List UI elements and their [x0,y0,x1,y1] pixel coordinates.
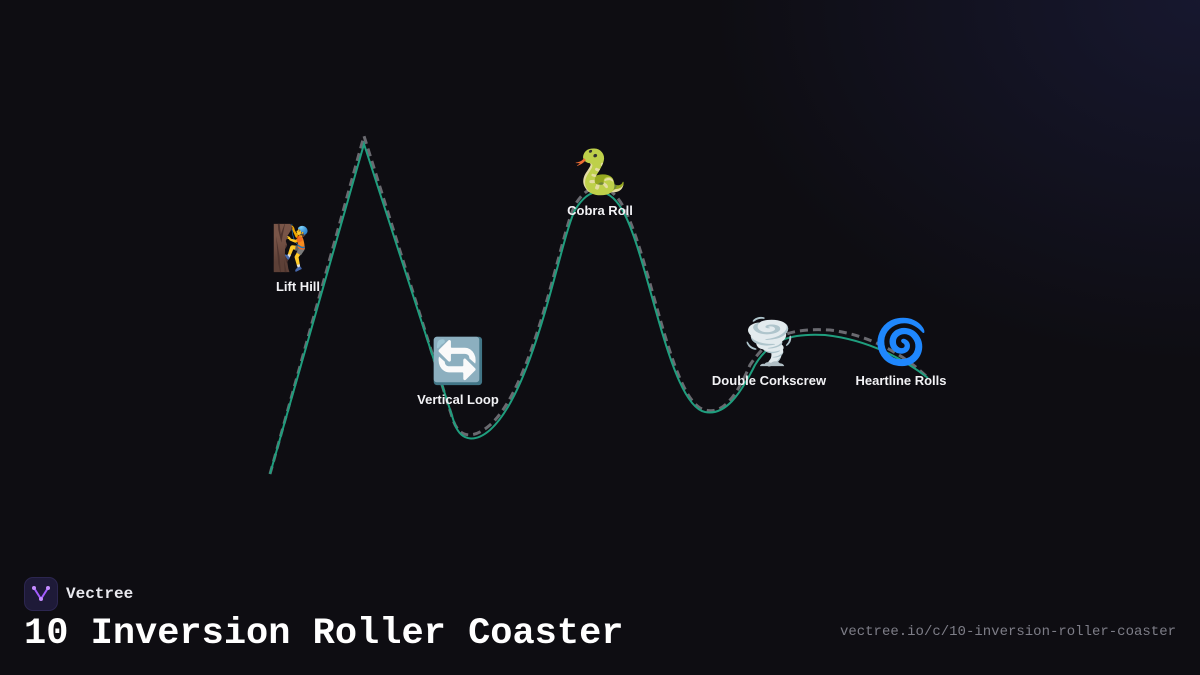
brand-name: Vectree [66,585,134,603]
node-label: Lift Hill [275,279,321,294]
person-climbing-icon: 🧗 [270,223,326,274]
brand[interactable]: Vectree [24,577,133,611]
vectree-logo-icon [24,577,58,611]
node-label: Heartline Rolls [855,373,947,388]
node-label: Vertical Loop [417,392,499,407]
counterclockwise-arrows-icon: 🔄 [430,336,486,387]
track-solid-path [269,140,929,475]
tornado-icon: 🌪️ [741,317,797,368]
node-lift-hill[interactable]: 🧗 Lift Hill [271,223,326,294]
snake-icon: 🐍 [572,147,628,198]
node-label: Double Corkscrew [711,373,827,388]
node-heartline-rolls[interactable]: 🌀 Heartline Rolls [855,317,946,388]
node-double-corkscrew[interactable]: 🌪️ Double Corkscrew [712,317,826,388]
page-url[interactable]: vectree.io/c/10-inversion-roller-coaster [839,624,1176,640]
page-title: 10 Inversion Roller Coaster [24,613,624,655]
node-cobra-roll[interactable]: 🐍 Cobra Roll [567,147,633,218]
node-label: Cobra Roll [567,203,633,218]
track-dashed-path [268,130,930,475]
cyclone-icon: 🌀 [873,317,929,368]
node-vertical-loop[interactable]: 🔄 Vertical Loop [417,336,499,407]
